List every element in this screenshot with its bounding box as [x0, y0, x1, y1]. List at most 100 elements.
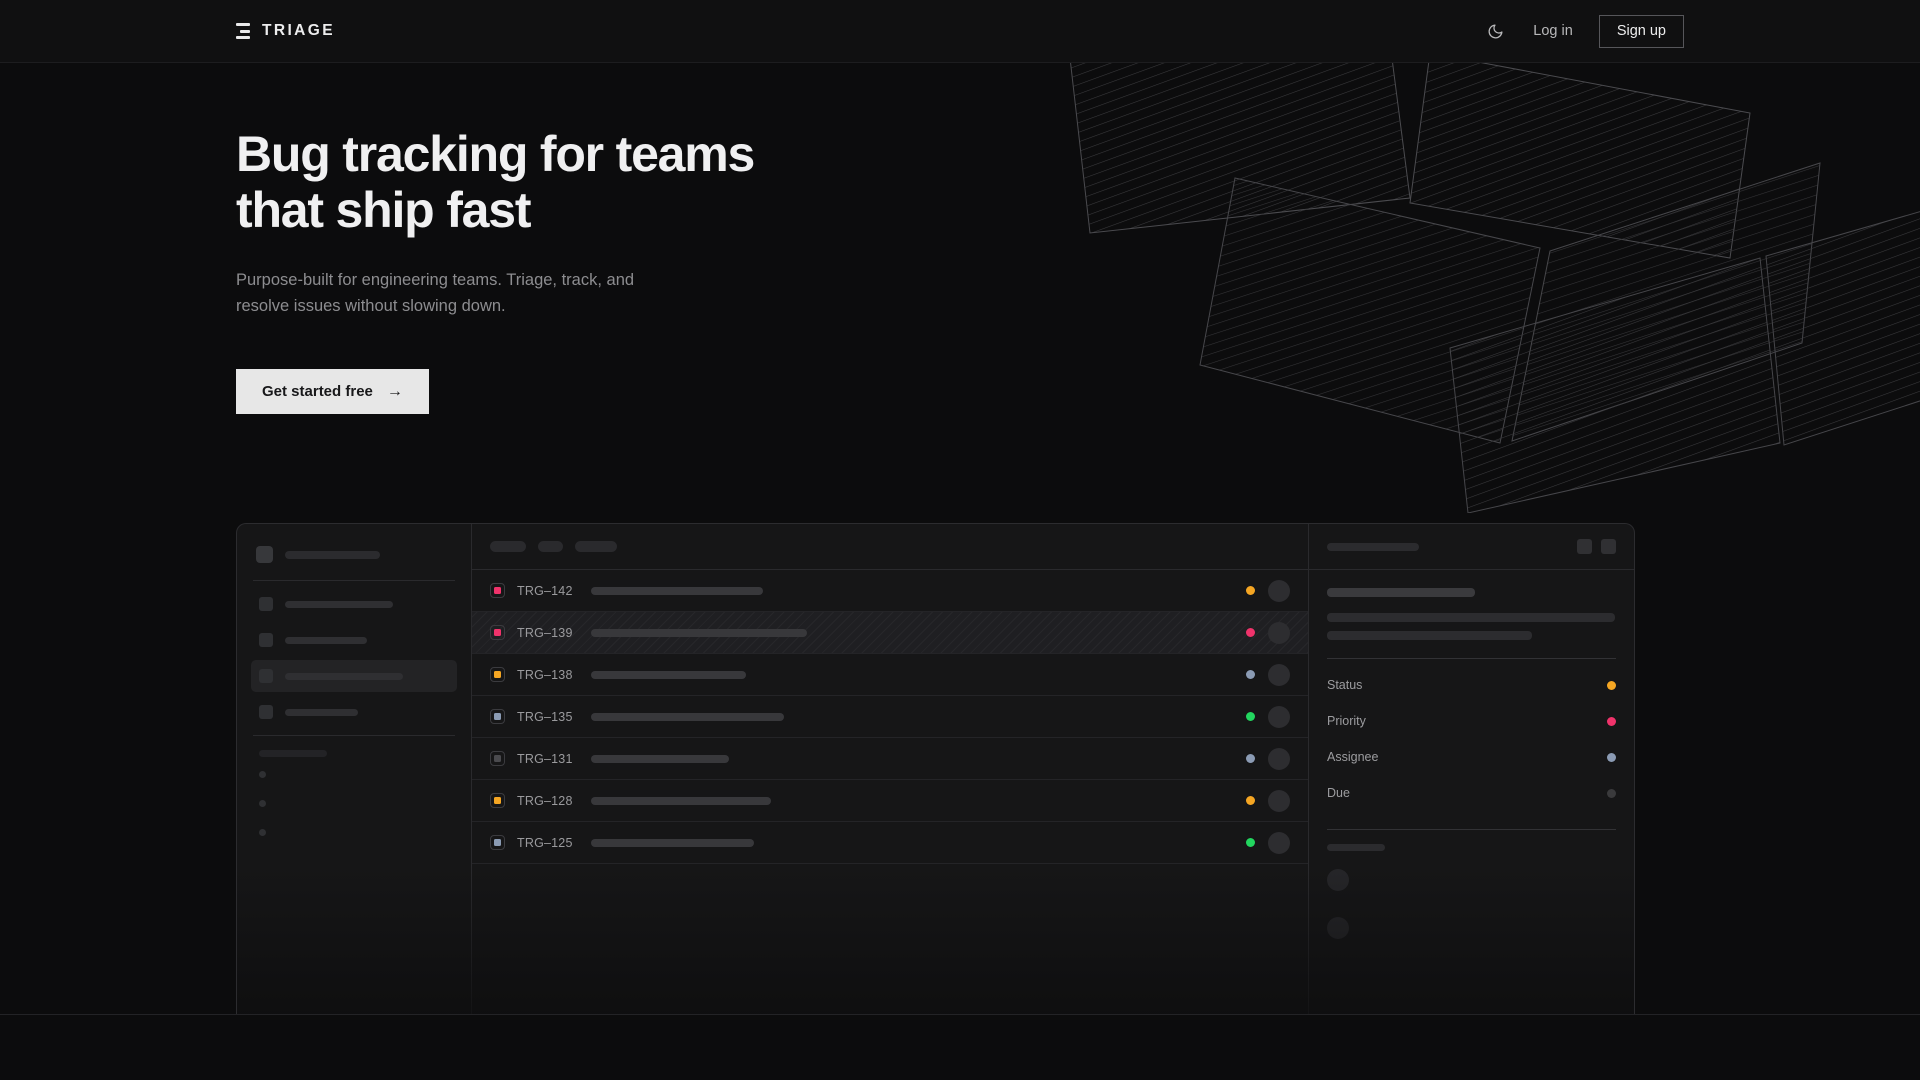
table-row[interactable]: TRG–125: [472, 822, 1308, 864]
status-badge[interactable]: [1246, 754, 1255, 763]
detail-title-placeholder: [1327, 542, 1419, 551]
filter-pill-1[interactable]: [490, 541, 526, 552]
filter-pill-3[interactable]: [575, 541, 617, 552]
cta-label: Get started free: [262, 383, 373, 401]
status-badge[interactable]: [1246, 670, 1255, 679]
avatar[interactable]: [1268, 831, 1290, 854]
status-badge[interactable]: [1246, 712, 1255, 721]
page-title: Bug tracking for teams that ship fast: [236, 126, 755, 238]
site-header: TRIAGE Log in Sign up: [0, 0, 1920, 63]
header-actions: Log in Sign up: [1483, 14, 1684, 48]
workspace-switcher[interactable]: [251, 538, 457, 573]
issue-title-placeholder: [591, 754, 729, 763]
sidebar-section-label: [251, 743, 457, 760]
signup-button[interactable]: Sign up: [1598, 14, 1684, 48]
priority-badge-icon[interactable]: [490, 625, 505, 640]
table-row[interactable]: TRG–138: [472, 654, 1308, 696]
sidebar-item-icon: [259, 669, 273, 683]
comments-label-placeholder: [1327, 844, 1385, 851]
priority-badge-icon[interactable]: [490, 835, 505, 850]
avatar[interactable]: [1268, 789, 1290, 812]
detail-description-placeholder: [1327, 613, 1616, 640]
table-row[interactable]: TRG–128: [472, 780, 1308, 822]
avatar[interactable]: [1268, 621, 1290, 644]
avatar[interactable]: [1268, 747, 1290, 770]
comment-avatars: [1327, 869, 1616, 939]
brand-name: TRIAGE: [262, 22, 335, 39]
meta-value-dot[interactable]: [1607, 680, 1616, 690]
status-badge[interactable]: [1246, 628, 1255, 637]
meta-value-dot[interactable]: [1607, 716, 1616, 726]
avatar[interactable]: [1268, 663, 1290, 686]
login-link[interactable]: Log in: [1533, 23, 1573, 39]
decorative-striped-panels: [1070, 63, 1920, 513]
sidebar-sub-item-dot-icon: [259, 800, 266, 807]
list-toolbar: [472, 524, 1308, 570]
issue-id: TRG–125: [517, 835, 573, 850]
mockup-sidebar: [237, 524, 472, 1015]
filter-pill-2[interactable]: [538, 541, 563, 552]
status-badge[interactable]: [1246, 586, 1255, 595]
table-row[interactable]: TRG–135: [472, 696, 1308, 738]
issue-title-placeholder: [591, 670, 746, 679]
sidebar-item-label: [285, 708, 358, 716]
status-badge[interactable]: [1246, 838, 1255, 847]
comment-avatar-1[interactable]: [1327, 869, 1349, 891]
table-row[interactable]: TRG–131: [472, 738, 1308, 780]
sidebar-item-3[interactable]: [251, 660, 457, 692]
meta-row-due[interactable]: Due: [1327, 775, 1616, 811]
sidebar-item-icon: [259, 597, 273, 611]
meta-row-status[interactable]: Status: [1327, 667, 1616, 703]
priority-badge-icon[interactable]: [490, 583, 505, 598]
workspace-avatar-icon: [256, 546, 273, 563]
issue-title-placeholder: [591, 712, 784, 721]
brand-logo[interactable]: TRIAGE: [236, 22, 335, 40]
priority-badge-icon[interactable]: [490, 751, 505, 766]
sidebar-sub-item-3[interactable]: [251, 818, 457, 847]
meta-value-dot[interactable]: [1607, 752, 1616, 762]
issue-title-placeholder: [591, 796, 771, 805]
sidebar-item-1[interactable]: [251, 588, 457, 620]
get-started-button[interactable]: Get started free →: [236, 369, 429, 415]
sidebar-item-label: [285, 672, 403, 680]
sidebar-sub-item-dot-icon: [259, 829, 266, 836]
issue-title-placeholder: [591, 628, 807, 637]
issue-id: TRG–138: [517, 667, 573, 682]
workspace-name-placeholder: [285, 550, 380, 559]
sidebar-sub-item-1[interactable]: [251, 760, 457, 789]
sidebar-item-label: [285, 636, 367, 644]
sidebar-item-2[interactable]: [251, 624, 457, 656]
table-row[interactable]: TRG–142: [472, 570, 1308, 612]
detail-header: [1309, 524, 1634, 570]
sidebar-item-icon: [259, 705, 273, 719]
detail-header-button-1[interactable]: [1577, 539, 1592, 554]
detail-description-line-1: [1327, 613, 1615, 622]
stacked-bars-logo-icon: [236, 23, 250, 39]
section-divider: [0, 1014, 1920, 1015]
status-badge[interactable]: [1246, 796, 1255, 805]
priority-badge-icon[interactable]: [490, 793, 505, 808]
detail-description-line-2: [1327, 631, 1532, 640]
avatar[interactable]: [1268, 579, 1290, 602]
avatar[interactable]: [1268, 705, 1290, 728]
hero-section: Bug tracking for teams that ship fast Pu…: [0, 63, 1920, 518]
meta-row-assignee[interactable]: Assignee: [1327, 739, 1616, 775]
comment-avatar-2[interactable]: [1327, 917, 1349, 939]
table-row[interactable]: TRG–139: [472, 612, 1308, 654]
sidebar-sub-item-dot-icon: [259, 771, 266, 778]
priority-badge-icon[interactable]: [490, 709, 505, 724]
meta-value-dot[interactable]: [1607, 788, 1616, 798]
issue-id: TRG–139: [517, 625, 573, 640]
detail-header-button-2[interactable]: [1601, 539, 1616, 554]
moon-icon[interactable]: [1483, 19, 1507, 43]
priority-badge-icon[interactable]: [490, 667, 505, 682]
sidebar-item-4[interactable]: [251, 696, 457, 728]
sidebar-sub-item-2[interactable]: [251, 789, 457, 818]
issue-id: TRG–128: [517, 793, 573, 808]
meta-row-priority[interactable]: Priority: [1327, 703, 1616, 739]
